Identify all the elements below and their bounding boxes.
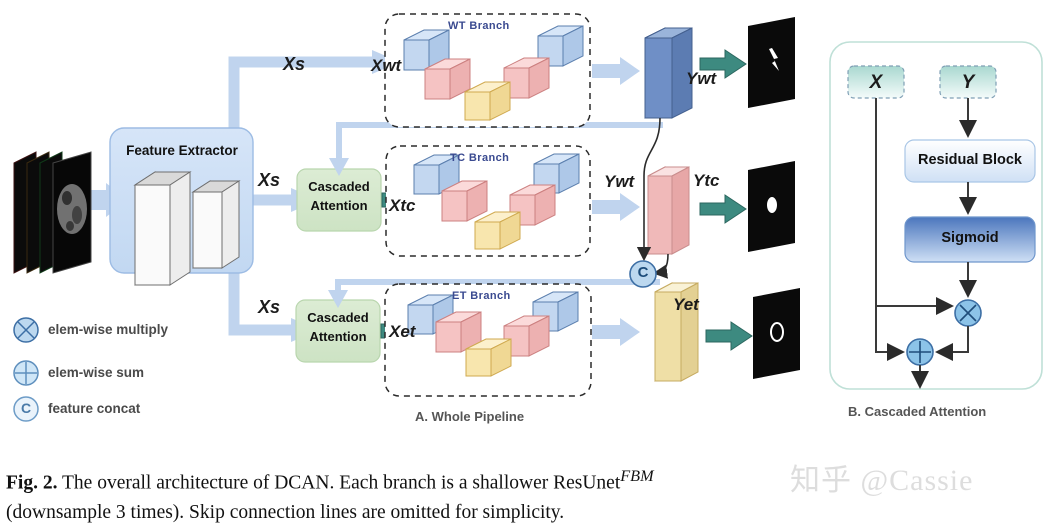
ca-residual-block	[904, 139, 1036, 183]
ca-wiring	[875, 98, 977, 389]
label-ytc: Ytc	[693, 171, 720, 190]
ca-sum-node	[906, 338, 934, 366]
label-yet: Yet	[673, 295, 699, 314]
label-ywt-concat: Ywt	[604, 172, 635, 191]
conv-slab-1	[133, 171, 192, 286]
conv-slab-2	[191, 180, 241, 269]
label-xtc: Xtc	[389, 196, 416, 215]
wt-branch-title: WT Branch	[448, 20, 510, 32]
wt-branch-cubes	[403, 25, 584, 121]
et-branch-title: ET Branch	[452, 290, 511, 302]
legend-sum-icon	[13, 360, 39, 386]
panel-b-label: B. Cascaded Attention	[848, 404, 987, 419]
ca-input-y-label: Y	[961, 72, 975, 93]
output-slab-wt	[644, 27, 693, 119]
feature-extractor-block	[109, 127, 254, 286]
attention-feedback-arrowheads	[328, 158, 349, 308]
cascaded-attention-label-tc-line2: Attention	[310, 198, 368, 213]
mri-slice-stack	[13, 151, 92, 274]
feature-extractor-label: Feature Extractor	[126, 143, 238, 158]
figure-caption: Fig. 2. The overall architecture of DCAN…	[6, 462, 1054, 527]
legend-concat-icon	[13, 396, 39, 422]
cascaded-attention-panel	[829, 41, 1043, 390]
legend-concat-glyph: C	[20, 400, 32, 416]
concat-node-label: C	[637, 264, 649, 281]
cascaded-attention-label-et-line1: Cascaded	[307, 310, 369, 325]
cascaded-attention-label-et-line2: Attention	[309, 329, 367, 344]
branch-output-arrows	[592, 57, 640, 346]
concat-routing-lines	[636, 117, 669, 279]
tc-branch-title: TC Branch	[450, 152, 510, 164]
legend-sum-text: elem-wise sum	[48, 365, 145, 380]
caption-prefix: Fig. 2.	[6, 472, 58, 494]
legend-multiply-text: elem-wise multiply	[48, 322, 169, 337]
tc-segmentation-mask	[748, 161, 795, 252]
label-xet: Xet	[389, 322, 416, 341]
caption-line2: (downsample 3 times). Skip connection li…	[6, 501, 565, 523]
legend-multiply-icon	[13, 317, 39, 343]
wt-segmentation-mask	[748, 17, 795, 108]
ca-sigmoid-label: Sigmoid	[941, 230, 999, 246]
et-branch-cubes	[407, 291, 579, 377]
label-xs-et: Xs	[258, 297, 281, 317]
concat-node	[629, 260, 657, 288]
ca-input-y-box	[939, 65, 997, 99]
panel-a-label: A. Whole Pipeline	[415, 409, 525, 424]
label-xwt: Xwt	[371, 56, 402, 75]
ca-input-x-label: X	[869, 72, 883, 93]
ca-input-x-box	[847, 65, 905, 99]
ca-multiply-node	[954, 299, 982, 327]
legend-concat-text: feature concat	[48, 401, 141, 416]
label-xs-tc: Xs	[258, 170, 281, 190]
tc-branch-cubes	[413, 153, 580, 250]
label-ywt: Ywt	[686, 69, 717, 88]
label-xs-wt: Xs	[283, 54, 306, 74]
et-segmentation-mask	[753, 288, 800, 379]
ca-residual-block-label: Residual Block	[918, 152, 1022, 168]
ca-sigmoid-block	[904, 216, 1036, 263]
caption-line1: The overall architecture of DCAN. Each b…	[62, 472, 621, 494]
mask-arrows	[699, 49, 753, 351]
caption-superscript: FBM	[620, 467, 654, 485]
output-slab-et	[654, 282, 699, 382]
cascaded-attention-label-tc-line1: Cascaded	[308, 179, 370, 194]
output-slab-tc	[647, 166, 690, 255]
